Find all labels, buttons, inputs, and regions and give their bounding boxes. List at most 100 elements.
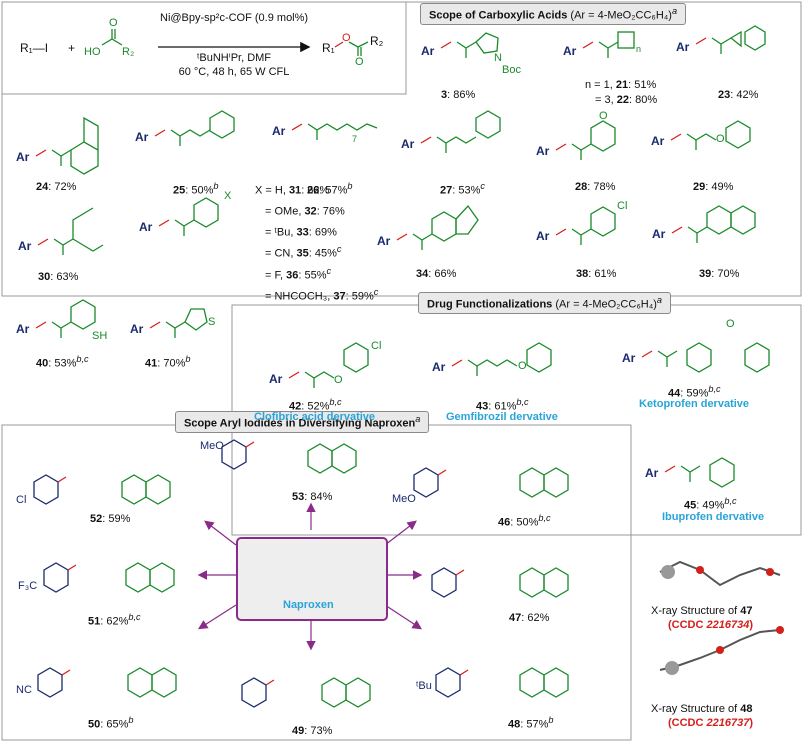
- naproxen-box: [236, 537, 388, 621]
- label-39: 39: 70%: [699, 268, 740, 280]
- ar-label-42: Ar: [269, 372, 283, 386]
- atom-o-43: O: [518, 360, 527, 372]
- label-40: 40: 53%b,c: [36, 354, 89, 370]
- label-52: 52: 59%: [90, 513, 131, 525]
- label-44: 44: 59%b,c: [668, 384, 721, 400]
- series-row: = OMe, 32: 76%: [265, 205, 345, 218]
- label-50: 50: 65%b: [88, 715, 134, 731]
- label-48: 48: 57%b: [508, 715, 554, 731]
- label-42: 42: 52%b,c: [289, 397, 342, 413]
- label-49: 49: 73%: [292, 725, 333, 737]
- label-30: 30: 63%: [38, 271, 79, 283]
- series-row: = NHCOCH₃, 37: 59%c: [265, 286, 379, 303]
- conditions-label: 60 °C, 48 h, 65 W CFL: [178, 66, 290, 78]
- label-23: 23: 42%: [718, 89, 759, 101]
- drug-name-42: Clofibric acid dervative: [254, 411, 376, 423]
- ar-label-45: Ar: [645, 466, 659, 480]
- ar-label-3: Ar: [421, 44, 435, 58]
- product-carbonyl-o: O: [355, 56, 364, 68]
- product-ester: [334, 41, 369, 56]
- series-row: = ᵗBu, 33: 69%: [265, 226, 337, 239]
- atom-boc-3: Boc: [502, 64, 521, 76]
- atom-meo-53: MeO: [200, 440, 224, 452]
- naproxen-label: Naproxen: [283, 599, 334, 611]
- label-27: 27: 53%c: [440, 181, 485, 197]
- ar-label-34: Ar: [377, 234, 391, 248]
- ar-label-27: Ar: [401, 137, 415, 151]
- base-solvent-label: ᵗBuNHⁱPr, DMF: [196, 52, 272, 64]
- ar-label-44: Ar: [622, 351, 636, 365]
- drug-name-44: Ketoprofen dervative: [639, 398, 750, 410]
- atom-sh-40: SH: [92, 330, 108, 342]
- ar-label-28: Ar: [536, 144, 550, 158]
- atom-cl-38: Cl: [617, 200, 628, 212]
- ar-label-30: Ar: [18, 239, 32, 253]
- series-row: = F, 36: 55%c: [265, 265, 332, 282]
- catalyst-label: Ni@Bpy-sp²c-COF (0.9 mol%): [160, 12, 309, 24]
- label-34: 34: 66%: [416, 268, 457, 280]
- label-21: n = 1, 21: 51%: [585, 79, 657, 91]
- acid-scope-header: Scope of Carboxylic Acids (Ar = 4-MeO₂CC…: [420, 3, 687, 25]
- atom-o-29: O: [716, 133, 725, 145]
- acid-reagent: [101, 29, 123, 46]
- label-45: 45: 49%b,c: [684, 496, 737, 512]
- ar-label-25: Ar: [135, 130, 149, 144]
- xray-caption-48: X-ray Structure of 48: [651, 703, 753, 715]
- acid-scope-box: [1, 1, 802, 297]
- reagent-r1i: R₁—I: [20, 41, 49, 55]
- xray-47: [659, 560, 781, 587]
- xray-ccdc-48: (CCDC 2216737): [668, 717, 754, 729]
- atom-tbu-48: ᵗBu: [416, 680, 432, 692]
- atom-o-42: O: [334, 374, 343, 386]
- atom-s-41: S: [208, 316, 216, 328]
- drug-name-45: Ibuprofen dervative: [662, 511, 765, 523]
- acid-ho: HO: [84, 46, 101, 58]
- drug-header: Drug Functionalizations (Ar = 4-MeO₂CC₆H…: [418, 292, 671, 314]
- atom-seven-26: 7: [352, 134, 358, 144]
- label-26: 26: 57%b: [307, 181, 353, 197]
- acid-r2: R₂: [122, 46, 135, 58]
- ar-label-39: Ar: [652, 227, 666, 241]
- xray-48: [659, 626, 784, 675]
- label-28: 28: 78%: [575, 181, 616, 193]
- ar-label-41: Ar: [130, 322, 144, 336]
- series-row: X = H, 31: 62%: [255, 184, 330, 197]
- ar-label-26: Ar: [272, 124, 286, 138]
- label-24: 24: 72%: [36, 181, 77, 193]
- label-22: = 3, 22: 80%: [595, 94, 658, 106]
- aryl-iodide-header: Scope Aryl Iodides in Diversifying Napro…: [175, 411, 430, 433]
- atom-o-44: O: [726, 318, 735, 330]
- ar-label-24: Ar: [16, 150, 30, 164]
- label-29: 29: 49%: [693, 181, 734, 193]
- ar-label-23: Ar: [676, 40, 690, 54]
- label-25: 25: 50%b: [173, 181, 219, 197]
- label-3: 3: 86%: [441, 89, 476, 101]
- acid-o: O: [109, 17, 118, 29]
- product-r2: R₂: [370, 34, 384, 48]
- series-31-list: X = H, 31: 62% = OMe, 32: 76% = ᵗBu, 33:…: [255, 178, 378, 305]
- ar-label-38: Ar: [536, 229, 550, 243]
- series-row: = CN, 35: 45%c: [265, 244, 342, 261]
- ar-label-43: Ar: [432, 360, 446, 374]
- drug-fragments: [288, 342, 770, 488]
- atom-f3c-51: F₃C: [18, 580, 38, 592]
- atom-x-31: X: [224, 190, 232, 202]
- atom-n-3: N: [494, 52, 502, 64]
- ar-label-21: Ar: [563, 44, 577, 58]
- atom-cl-52: Cl: [16, 494, 27, 506]
- atom-o-28: O: [599, 110, 608, 122]
- diversification-arrows: [197, 502, 423, 651]
- atom-nc-50: NC: [16, 684, 32, 696]
- label-46: 46: 50%b,c: [498, 513, 551, 529]
- atom-meo-46: MeO: [392, 493, 416, 505]
- label-41: 41: 70%b: [145, 354, 191, 370]
- label-53: 53: 84%: [292, 491, 333, 503]
- ar-label-31: Ar: [139, 220, 153, 234]
- xray-caption-47: X-ray Structure of 47: [651, 605, 753, 617]
- ar-label-29: Ar: [651, 134, 665, 148]
- ar-label-40: Ar: [16, 322, 30, 336]
- atom-nsub-21: n: [636, 44, 642, 54]
- label-47: 47: 62%: [509, 612, 550, 624]
- xray-ccdc-47: (CCDC 2216734): [668, 619, 754, 631]
